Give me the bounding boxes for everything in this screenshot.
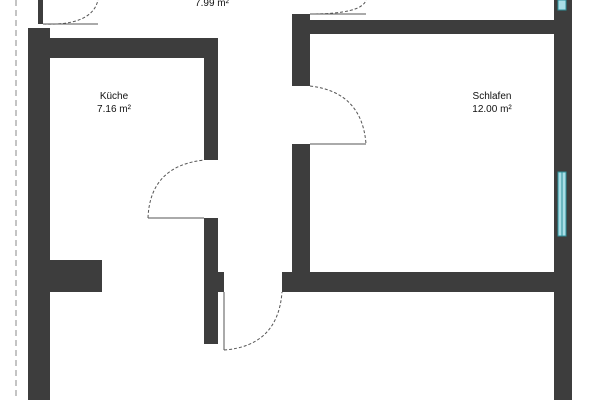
wall-schlafen-top	[292, 20, 554, 34]
door-arc-schlafen	[309, 85, 367, 145]
wall-left-outer	[28, 28, 50, 400]
room-label-kueche: Küche 7.16 m²	[82, 90, 146, 116]
wall-kitchen-protrusion	[50, 260, 102, 292]
room-label-top-area: 7.99 m²	[195, 0, 229, 9]
wall-kitchen-right-notch	[204, 272, 224, 292]
wall-schlafen-left-lower	[292, 144, 310, 292]
window-right-top	[557, 0, 567, 11]
wall-kitchen-right-upper	[204, 38, 218, 160]
door-arc-top-right	[309, 0, 367, 15]
wall-schlafen-bottom	[282, 272, 572, 292]
wall-top-left-stub	[38, 0, 43, 24]
room-label-schlafen: Schlafen 12.00 m²	[456, 90, 528, 116]
door-arc-lower	[223, 291, 283, 351]
door-arc-top-left	[42, 0, 99, 25]
room-name-kueche: Küche	[99, 91, 129, 102]
door-arc-kueche	[147, 159, 205, 219]
wall-kitchen-top	[28, 38, 218, 58]
room-area-kueche: 7.16 m²	[97, 104, 131, 115]
room-name-schlafen: Schlafen	[472, 91, 512, 102]
room-area-schlafen: 12.00 m²	[472, 104, 512, 115]
